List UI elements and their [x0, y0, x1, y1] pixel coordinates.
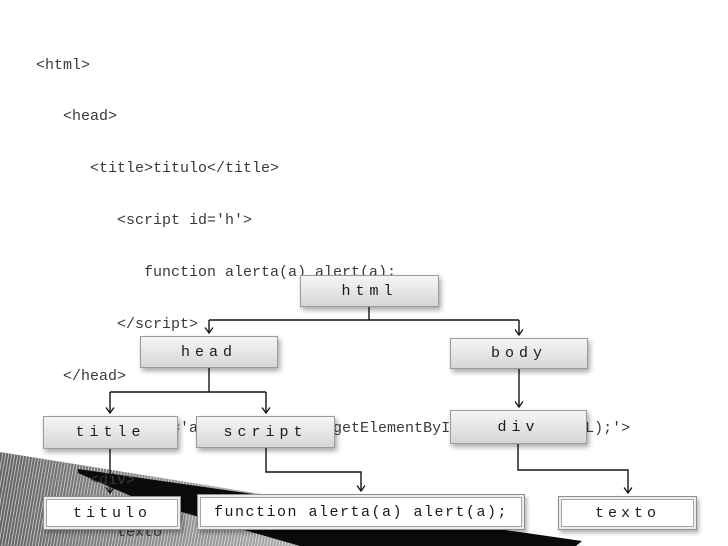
- code-line: </script>: [36, 316, 199, 334]
- tree-leaf-function-text: function alerta(a) alert(a);: [197, 494, 525, 530]
- code-line: </head>: [36, 367, 127, 385]
- tree-leaf-titulo: titulo: [43, 496, 181, 530]
- tree-node-body: body: [450, 338, 588, 369]
- tree-leaf-texto: texto: [558, 496, 697, 530]
- code-line: <script id='h'>: [36, 212, 253, 230]
- tree-node-html: html: [300, 275, 439, 307]
- code-line: <html>: [36, 56, 91, 74]
- code-line: <title>titulo</title>: [36, 160, 280, 178]
- tree-node-title: title: [43, 416, 178, 449]
- code-line: <div>: [36, 471, 136, 489]
- tree-node-head: head: [140, 336, 278, 368]
- code-line: <head>: [36, 108, 118, 126]
- tree-node-script: script: [196, 416, 335, 448]
- tree-node-div: div: [450, 410, 587, 444]
